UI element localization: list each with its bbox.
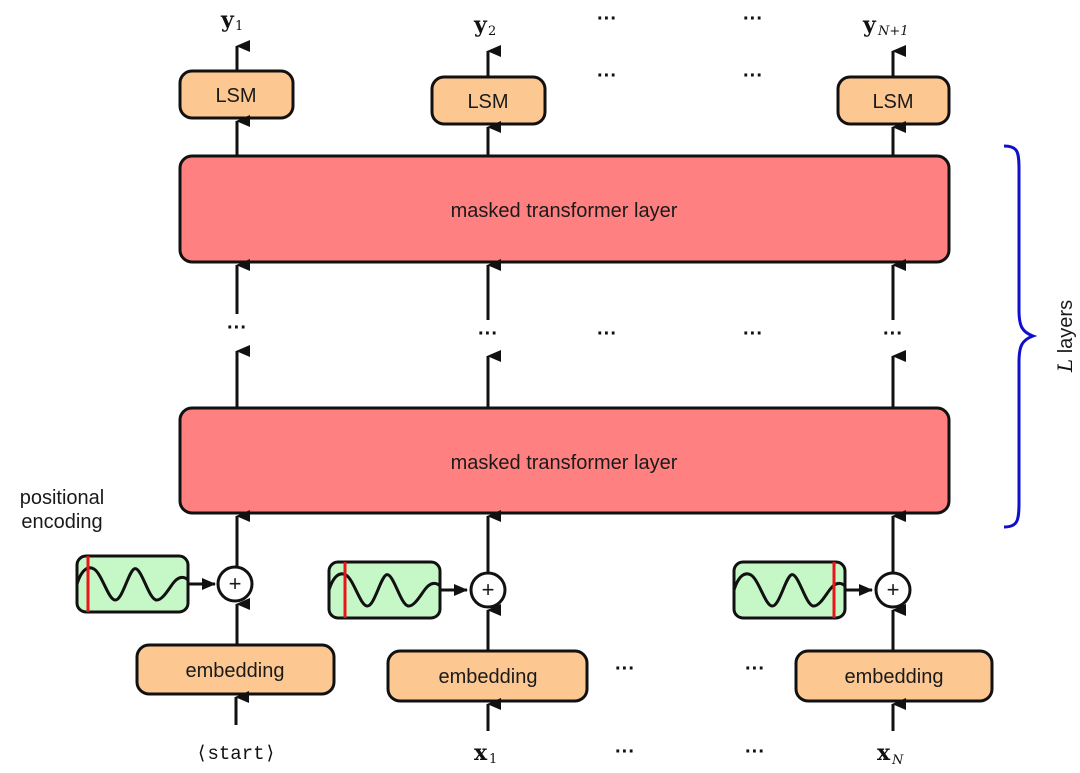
svg-text:1: 1 (235, 19, 243, 34)
embedding-label-1: embedding (186, 660, 285, 682)
ellipsis-mid-2: ··· (478, 323, 498, 345)
transformer-layer-top-shape (178, 154, 951, 264)
plus-node-1: + (216, 565, 254, 603)
plus-icon: + (482, 577, 495, 602)
positional-encoding-2 (327, 560, 442, 620)
svg-text:2: 2 (488, 24, 496, 39)
ellipsis-lsm-1: ··· (597, 65, 617, 87)
lsm-label-3: LSM (872, 91, 913, 113)
lsm-box-1: LSM (178, 69, 295, 120)
ellipsis-mid-1: ··· (227, 317, 247, 339)
svg-text:x: x (474, 740, 488, 766)
sine-wave-icon (732, 572, 847, 608)
lsm-box-2: LSM (430, 75, 547, 126)
ellipsis-emb-2: ··· (745, 658, 765, 680)
input-label-start: ⟨start⟩ (196, 743, 276, 765)
positional-encoding-label-line1: positional (20, 487, 105, 509)
input-label-xN: x N (877, 740, 904, 768)
output-label-y2: y 2 (473, 12, 496, 39)
svg-text:x: x (877, 740, 891, 766)
plus-node-3: + (874, 571, 912, 609)
ellipsis-lsm-2: ··· (743, 65, 763, 87)
ellipsis-bottom-2: ··· (745, 741, 765, 763)
transformer-layer-top-label: masked transformer layer (451, 200, 678, 222)
ellipsis-emb-1: ··· (615, 658, 635, 680)
ellipsis-top-2: ··· (743, 8, 763, 30)
output-label-y1: y 1 (220, 7, 243, 34)
positional-encoding-1 (75, 554, 190, 614)
svg-text:N: N (891, 753, 904, 768)
embedding-label-3: embedding (845, 666, 944, 688)
svg-text:y: y (862, 12, 877, 38)
plus-icon: + (229, 571, 242, 596)
embedding-box-1: embedding (135, 643, 336, 696)
svg-text:N+1: N+1 (877, 24, 909, 39)
ellipsis-mid-5: ··· (883, 323, 903, 345)
sine-wave-icon (75, 566, 190, 602)
transformer-layer-bottom-shape (178, 406, 951, 515)
input-label-x1: x 1 (474, 740, 497, 767)
plus-node-2: + (469, 571, 507, 609)
embedding-box-2: embedding (386, 649, 589, 703)
positional-encoding-label-line2: encoding (21, 511, 102, 533)
lsm-label-1: LSM (215, 85, 256, 107)
ellipsis-top-1: ··· (597, 8, 617, 30)
plus-node-1-circle (216, 565, 254, 603)
lsm-box-3: LSM (836, 75, 951, 126)
transformer-layer-bottom-label: masked transformer layer (451, 452, 678, 474)
ellipsis-mid-4: ··· (743, 323, 763, 345)
embedding-box-3: embedding (794, 649, 994, 703)
ellipsis-bottom-1: ··· (615, 741, 635, 763)
transformer-layer-bottom: masked transformer layer (178, 406, 951, 515)
lsm-label-2: LSM (467, 91, 508, 113)
brace-label-var: L (1053, 359, 1077, 373)
transformer-layer-top: masked transformer layer (178, 154, 951, 264)
brace-label-text: layers (1055, 300, 1077, 359)
layers-brace (1003, 144, 1038, 529)
svg-text:1: 1 (489, 752, 497, 767)
svg-text:y: y (220, 7, 235, 33)
plus-icon: + (887, 577, 900, 602)
embedding-label-2: embedding (439, 666, 538, 688)
brace-label: L layers (1053, 300, 1077, 373)
positional-encoding-3 (732, 560, 847, 620)
output-label-yN1: y N+1 (862, 12, 909, 39)
ellipsis-mid-3: ··· (597, 323, 617, 345)
svg-text:L layers: L layers (1053, 300, 1077, 373)
svg-text:y: y (473, 12, 488, 38)
